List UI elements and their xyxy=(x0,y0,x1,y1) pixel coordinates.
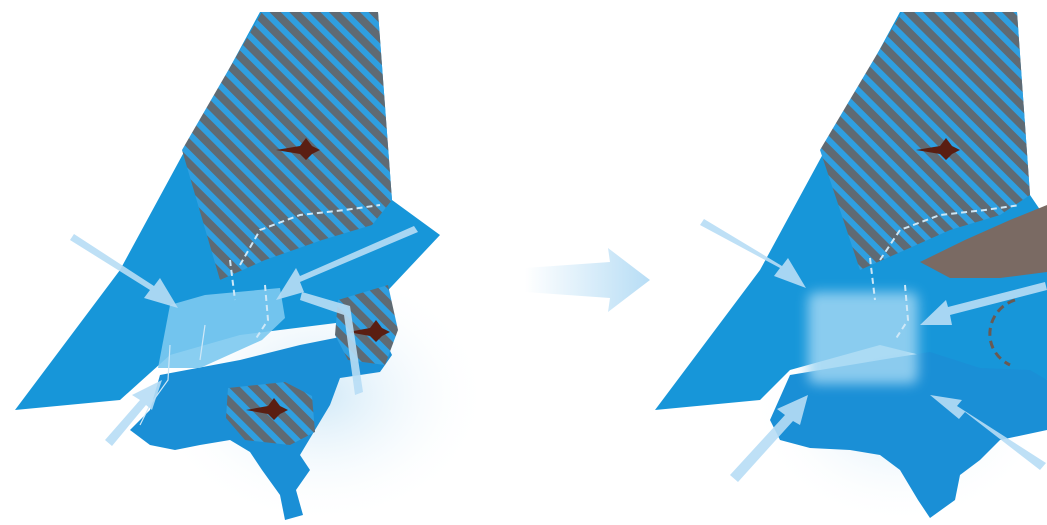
aircraft-icon xyxy=(348,320,390,342)
aircraft-icon xyxy=(276,138,320,160)
arrow-southwest-right xyxy=(730,395,808,482)
incoming-arrows-left xyxy=(70,226,418,446)
arrow-southwest-left xyxy=(105,380,162,446)
arrow-northwest-left xyxy=(70,234,178,308)
arrow-northwest-right xyxy=(700,219,806,288)
panel-after xyxy=(655,12,1047,525)
arrow-right-icon xyxy=(525,248,650,312)
arrow-northeast-left xyxy=(276,226,418,300)
controlled-zone-right xyxy=(808,292,918,384)
arrow-east-left xyxy=(300,292,363,395)
landmass-right xyxy=(770,352,1047,518)
coast-outline-left xyxy=(139,324,206,426)
restricted-zone-north-right xyxy=(820,12,1030,270)
aircraft-icon xyxy=(246,398,288,420)
panel-before xyxy=(15,12,490,525)
aircraft-icon xyxy=(916,138,960,160)
arrow-east-right xyxy=(920,282,1047,325)
dashed-border-left xyxy=(229,204,381,341)
arrow-southeast-right xyxy=(930,395,1046,470)
dashed-border-right xyxy=(869,204,1021,341)
incoming-arrows-right xyxy=(700,219,1047,482)
restricted-zone-north-left xyxy=(182,12,392,280)
restricted-zone-solid-right xyxy=(920,205,1047,278)
dashed-ring-right xyxy=(988,298,1016,367)
controlled-zone-left xyxy=(158,288,285,368)
